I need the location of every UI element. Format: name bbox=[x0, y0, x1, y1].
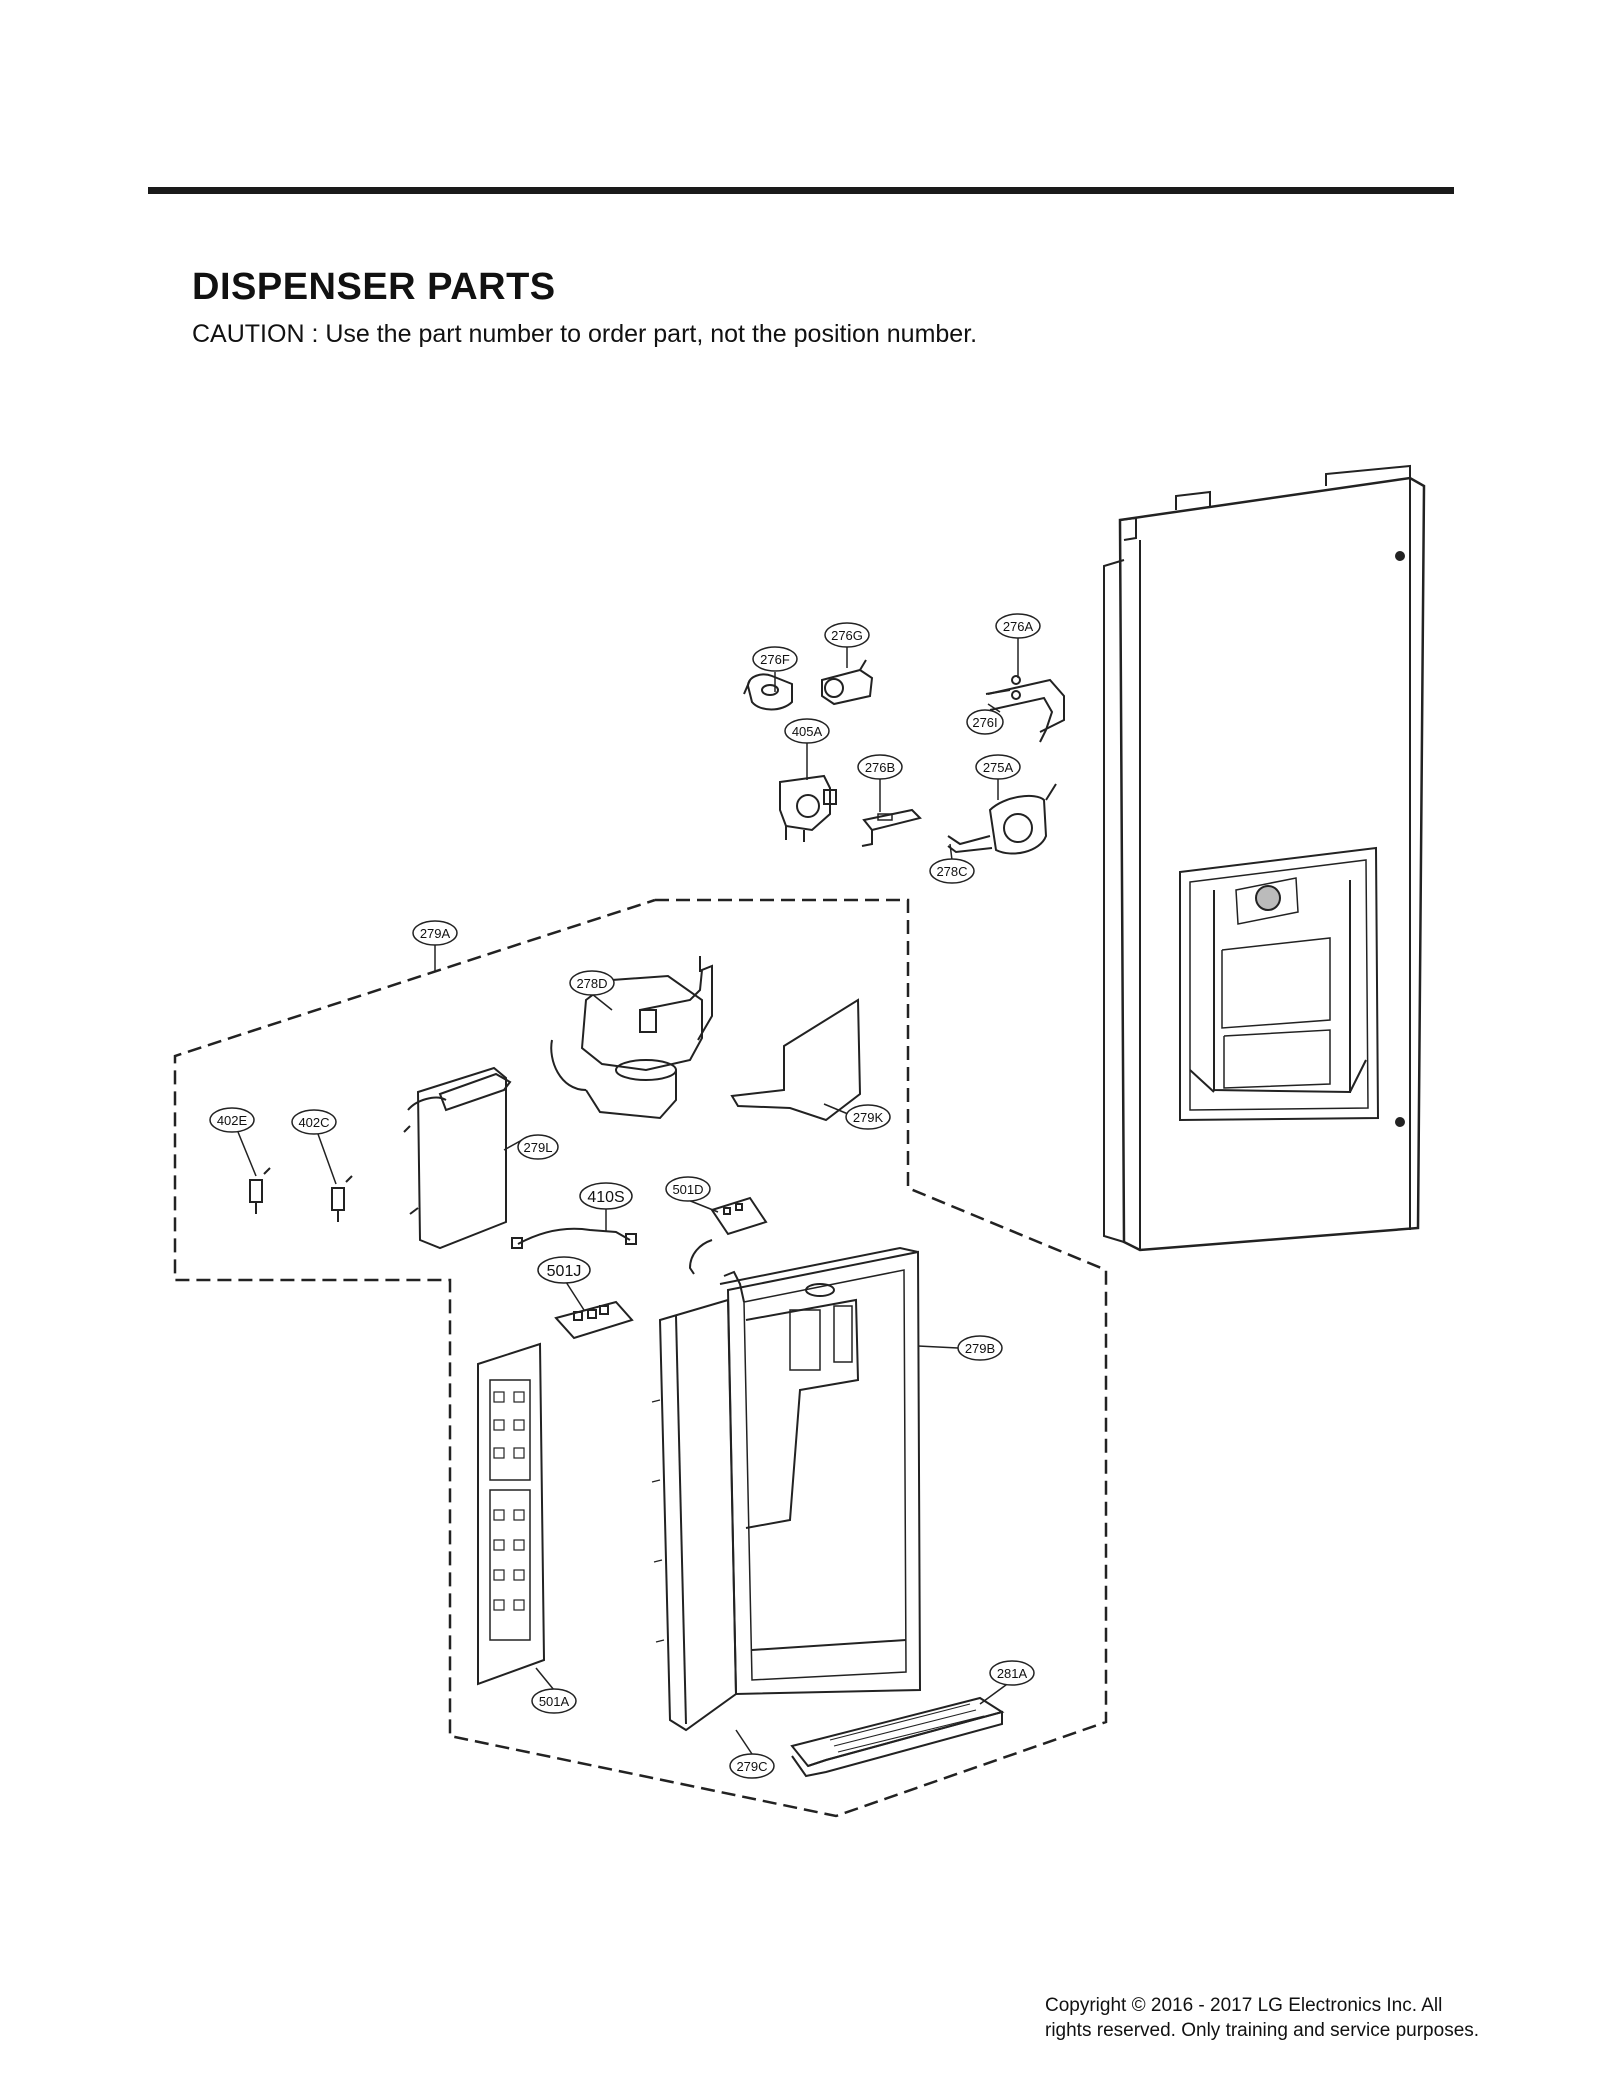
copyright-line-2: rights reserved. Only training and servi… bbox=[1045, 2020, 1480, 2041]
callout-276F: 276F bbox=[752, 646, 798, 672]
callout-410S: 410S bbox=[579, 1182, 633, 1210]
callout-501D: 501D bbox=[665, 1176, 711, 1202]
part-279K bbox=[730, 998, 862, 1122]
callout-text-279A: 279A bbox=[420, 926, 451, 941]
part-276A-276I bbox=[985, 675, 1065, 743]
callout-276A: 276A bbox=[995, 613, 1041, 639]
copyright-line-1: Copyright © 2016 - 2017 LG Electronics I… bbox=[1045, 1995, 1443, 2016]
callout-402C: 402C bbox=[291, 1109, 337, 1135]
callout-279C: 279C bbox=[729, 1753, 775, 1779]
part-501A bbox=[477, 1342, 546, 1686]
part-276G bbox=[821, 659, 874, 706]
callout-276G: 276G bbox=[824, 622, 870, 648]
callout-text-276A: 276A bbox=[1003, 619, 1034, 634]
callout-276B: 276B bbox=[857, 754, 903, 780]
door-panel bbox=[1103, 464, 1426, 1252]
callout-text-410S: 410S bbox=[587, 1189, 624, 1206]
callout-text-276B: 276B bbox=[865, 760, 895, 775]
callout-text-278C: 278C bbox=[936, 864, 967, 879]
copyright-notice: Copyright © 2016 - 2017 LG Electronics I… bbox=[1045, 1993, 1565, 2043]
part-278D bbox=[550, 956, 713, 1120]
assembly-boundary bbox=[173, 898, 1108, 1818]
part-402C bbox=[331, 1175, 353, 1222]
callout-text-279K: 279K bbox=[853, 1110, 884, 1125]
callout-279L: 279L bbox=[517, 1134, 559, 1160]
part-279B bbox=[719, 1246, 922, 1696]
callout-text-405A: 405A bbox=[792, 724, 823, 739]
callout-text-279B: 279B bbox=[965, 1341, 995, 1356]
part-501J bbox=[554, 1300, 634, 1340]
part-275A-278C bbox=[947, 783, 1057, 855]
callout-276I: 276I bbox=[966, 709, 1004, 735]
top-rule bbox=[148, 187, 1454, 194]
callout-275A: 275A bbox=[975, 754, 1021, 780]
callout-text-278D: 278D bbox=[576, 976, 607, 991]
callout-278D: 278D bbox=[569, 970, 615, 996]
page-title: DISPENSER PARTS bbox=[192, 266, 556, 308]
part-402E bbox=[249, 1167, 271, 1214]
leader-lines bbox=[237, 638, 1019, 1755]
part-279L bbox=[403, 1066, 512, 1250]
part-410S bbox=[511, 1227, 637, 1249]
callout-labels: 276F 276G 276A 276I 405A 276B 275A 278C … bbox=[209, 613, 1041, 1779]
callout-text-501J: 501J bbox=[547, 1263, 582, 1280]
caution-note: CAUTION : Use the part number to order p… bbox=[192, 320, 978, 348]
callout-279K: 279K bbox=[845, 1104, 891, 1130]
callout-text-402E: 402E bbox=[217, 1113, 248, 1128]
callout-278C: 278C bbox=[929, 858, 975, 884]
callout-text-276I: 276I bbox=[972, 715, 997, 730]
part-276B bbox=[861, 808, 922, 847]
callout-text-501D: 501D bbox=[672, 1182, 703, 1197]
callout-405A: 405A bbox=[784, 718, 830, 744]
callout-text-275A: 275A bbox=[983, 760, 1014, 775]
callout-279B: 279B bbox=[957, 1335, 1003, 1361]
callout-501A: 501A bbox=[531, 1688, 577, 1714]
callout-501J: 501J bbox=[537, 1256, 591, 1284]
callout-text-276G: 276G bbox=[831, 628, 863, 643]
callout-281A: 281A bbox=[989, 1660, 1035, 1686]
callout-text-279C: 279C bbox=[736, 1759, 767, 1774]
callout-text-402C: 402C bbox=[298, 1115, 329, 1130]
part-501D bbox=[688, 1196, 768, 1275]
callout-text-281A: 281A bbox=[997, 1666, 1028, 1681]
callout-402E: 402E bbox=[209, 1107, 255, 1133]
part-281A bbox=[790, 1696, 1005, 1778]
part-276F bbox=[743, 673, 793, 711]
callout-279A: 279A bbox=[412, 920, 458, 946]
part-405A bbox=[779, 774, 837, 842]
callout-text-279L: 279L bbox=[524, 1140, 553, 1155]
callout-text-501A: 501A bbox=[539, 1694, 570, 1709]
part-279C bbox=[651, 1298, 738, 1732]
callout-text-276F: 276F bbox=[760, 652, 790, 667]
